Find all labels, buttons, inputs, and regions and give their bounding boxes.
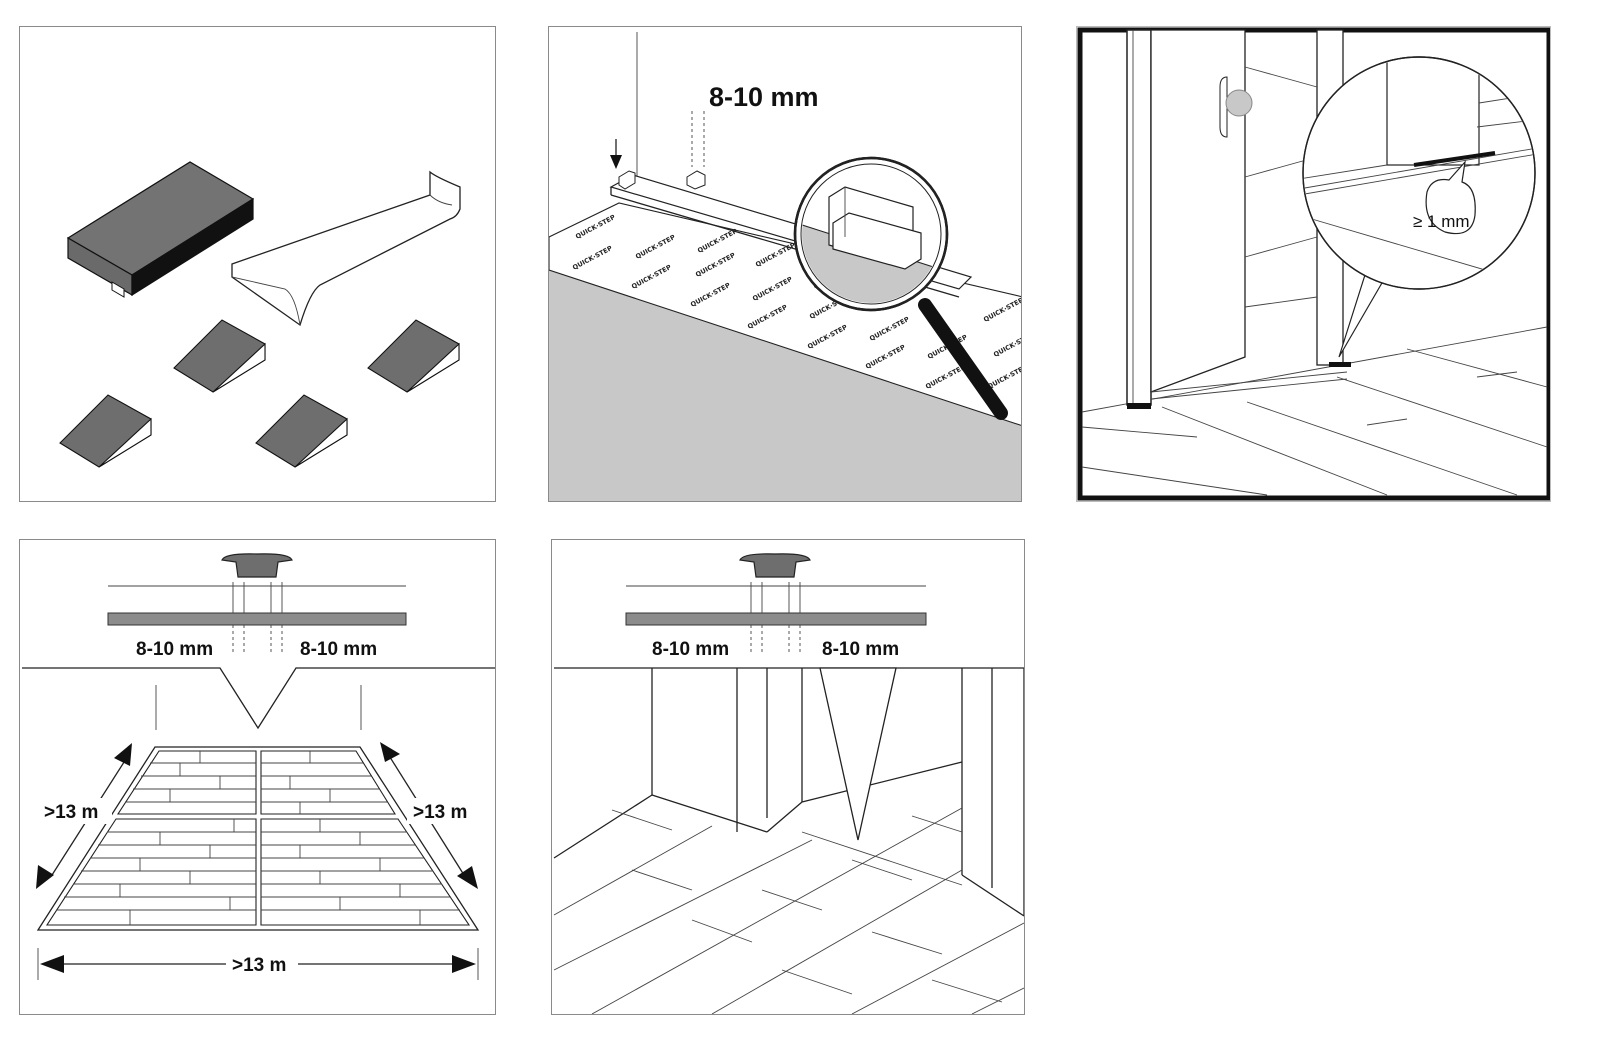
dimension-label-left: >13 m [44, 802, 98, 823]
large-surface-panel: 8-10 mm 8-10 mm [19, 539, 496, 1015]
spacer-wedge [367, 319, 460, 393]
door-leaf [1150, 29, 1246, 393]
callout-pointer [22, 667, 495, 730]
callout-pointer [819, 667, 897, 841]
floor-boards [553, 807, 1024, 1014]
profile-cross-section [625, 553, 927, 652]
room-walls [553, 668, 1024, 917]
clearance-label: ≥ 1 mm [1413, 212, 1470, 231]
subfloor-surface [549, 270, 1021, 501]
underlay-sheet [549, 202, 1021, 426]
zoom-callout: ≥ 1 mm [1302, 56, 1536, 358]
floor-sections [36, 746, 480, 931]
door-clearance-panel: ≥ 1 mm [1076, 26, 1551, 502]
pull-bar [231, 170, 461, 327]
spacer-wedge [59, 394, 152, 468]
doorway-transition-panel: 8-10 mm 8-10 mm [551, 539, 1025, 1015]
gap-label-right: 8-10 mm [300, 639, 377, 660]
expansion-gap-panel: QUICK·STEP QUICK·STEP QUICK·STEP QUICK·S… [548, 26, 1022, 502]
dimension-label-bottom: >13 m [232, 955, 286, 976]
spacer-wedge [255, 394, 348, 468]
spacer-block [618, 170, 706, 190]
magnifier-icon [793, 156, 1008, 420]
dimension-label-right: >13 m [413, 802, 467, 823]
door-frame-left [1126, 29, 1152, 406]
door-handle-icon [1219, 76, 1228, 138]
spacer-wedge [173, 319, 266, 393]
gap-label-left: 8-10 mm [136, 639, 213, 660]
dimension-arrow [37, 948, 479, 980]
profile-cross-section [107, 553, 407, 652]
tools-panel [19, 26, 496, 502]
gap-label-right: 8-10 mm [822, 639, 899, 660]
gap-label: 8-10 mm [709, 82, 819, 112]
tapping-block [66, 161, 255, 298]
gap-label-left: 8-10 mm [652, 639, 729, 660]
